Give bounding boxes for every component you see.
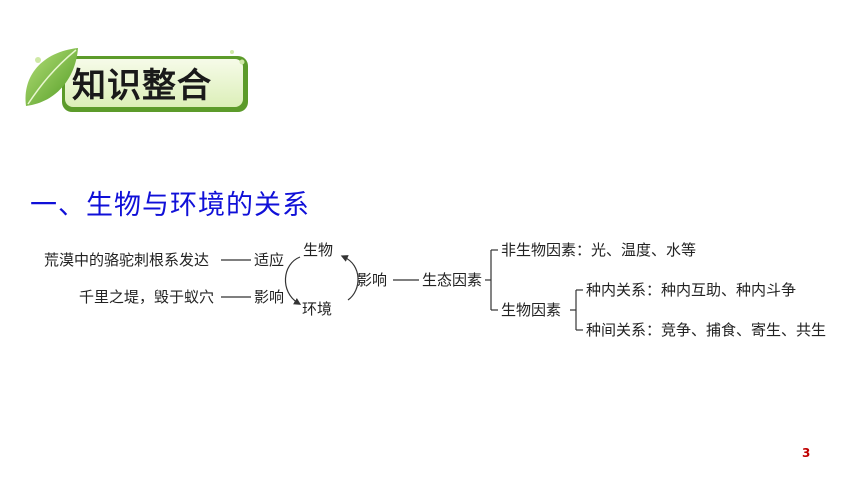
section-heading: 一、生物与环境的关系 [30,190,310,221]
node-organism: 生物 [303,241,334,259]
node-biotic-factors: 生物因素 [501,301,562,319]
leaf-icon [25,48,79,106]
example-ant-dyke: 千里之堤，毁于蚁穴 [79,288,215,306]
label-influence-mid: 影响 [357,271,388,289]
title-badge [25,48,248,112]
node-intraspecific: 种内关系：种内互助、种内斗争 [586,281,797,299]
example-camelthorn: 荒漠中的骆驼刺根系发达 [44,251,210,269]
label-influence-left: 影响 [254,288,285,306]
node-abiotic-factors: 非生物因素：光、温度、水等 [501,241,697,259]
node-eco-factors: 生态因素 [422,271,483,289]
page-number: 3 [802,446,811,460]
node-interspecific: 种间关系：竞争、捕食、寄生、共生 [586,321,827,339]
node-environment: 环境 [302,300,333,318]
label-adapt: 适应 [254,251,285,269]
slide-title: 知识整合 [72,66,212,106]
